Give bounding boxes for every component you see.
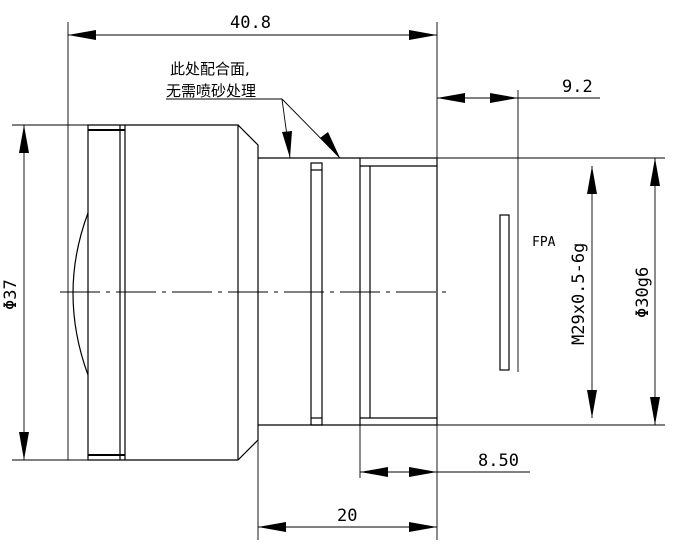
focal-plane-array (499, 214, 510, 371)
dim-back-length-label: 8.50 (478, 451, 519, 471)
dimension-overall-length: 40.8 (68, 13, 437, 40)
dim-thread-label: M29x0.5-6g (569, 243, 589, 345)
lens-thread-section (359, 157, 438, 426)
dim-flange-distance-label: 9.2 (562, 77, 593, 97)
fpa-label: FPA (532, 235, 556, 250)
lens-front-barrel (72, 124, 259, 461)
lens-mount-section (258, 157, 360, 426)
dim-mount-diameter-label: Φ30g6 (633, 267, 653, 318)
dimension-mount-length: 20 (258, 506, 437, 532)
dim-lens-diameter-label: Φ37 (1, 279, 21, 310)
annotation-line2: 无需喷砂处理 (166, 82, 256, 100)
dim-mount-length-label: 20 (337, 506, 357, 526)
annotation-line1: 此处配合面, (170, 60, 250, 78)
dimension-thread: M29x0.5-6g (569, 166, 597, 418)
dimension-mount-diameter: Φ30g6 (633, 158, 660, 425)
dimension-back-length: 8.50 (360, 451, 530, 477)
dimension-flange-distance: 9.2 (437, 77, 600, 103)
annotation-leader (166, 98, 341, 159)
dim-overall-length-label: 40.8 (230, 13, 271, 33)
dimension-lens-diameter: Φ37 (1, 125, 29, 460)
